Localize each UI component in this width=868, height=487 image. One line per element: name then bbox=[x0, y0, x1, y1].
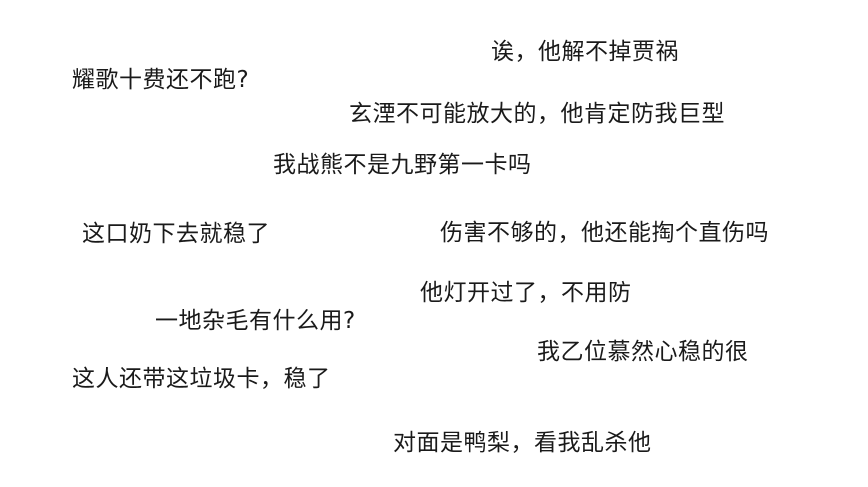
floating-comment: 我战熊不是九野第一卡吗 bbox=[273, 152, 532, 178]
floating-comment: 这人还带这垃圾卡，稳了 bbox=[72, 366, 331, 392]
floating-comment: 我乙位慕然心稳的很 bbox=[537, 339, 749, 365]
floating-comment: 诶，他解不掉贾祸 bbox=[491, 39, 679, 65]
floating-comment: 耀歌十费还不跑? bbox=[72, 67, 250, 93]
floating-comment: 一地杂毛有什么用? bbox=[155, 308, 356, 334]
floating-comment: 伤害不够的，他还能掏个直伤吗 bbox=[440, 220, 769, 246]
floating-comment: 玄湮不可能放大的，他肯定防我巨型 bbox=[349, 101, 725, 127]
floating-comment: 对面是鸭梨，看我乱杀他 bbox=[393, 430, 652, 456]
floating-comment: 这口奶下去就稳了 bbox=[82, 221, 270, 247]
floating-comment: 他灯开过了，不用防 bbox=[420, 280, 632, 306]
